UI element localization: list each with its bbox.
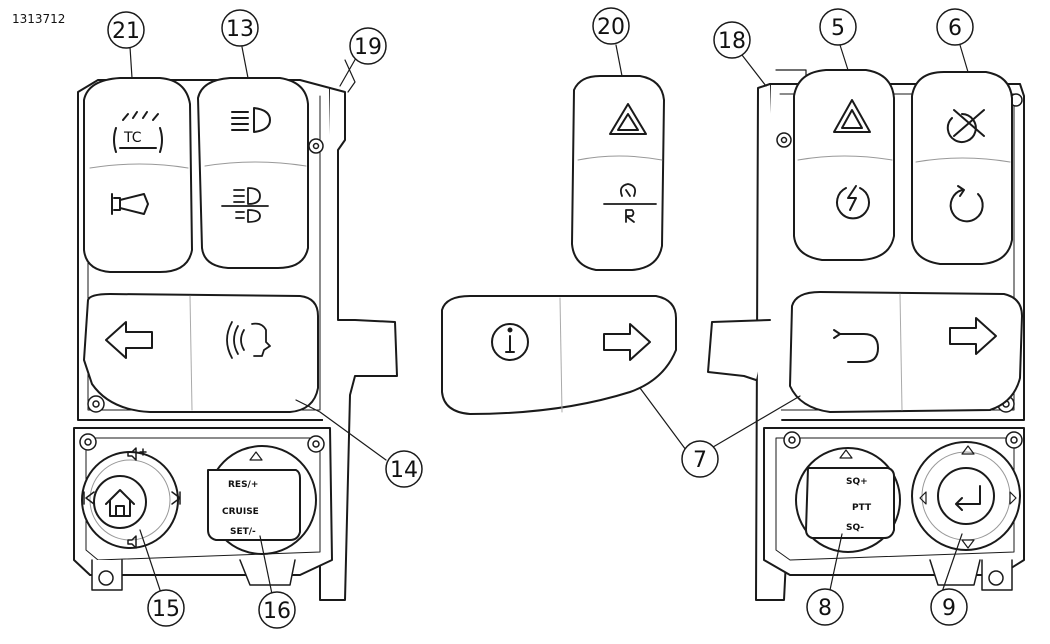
voice-icon — [226, 321, 271, 359]
hazard-start-switch[interactable] — [793, 69, 895, 261]
callout-6: 6 — [936, 8, 974, 46]
svg-text:19: 19 — [354, 35, 382, 60]
svg-text:18: 18 — [718, 29, 746, 54]
callouts: 21 13 19 20 18 5 6 14 7 15 16 8 9 — [107, 7, 974, 629]
callout-9: 9 — [930, 588, 968, 626]
volume-down-icon — [127, 535, 137, 549]
info-icon — [491, 323, 529, 361]
svg-text:21: 21 — [112, 19, 140, 44]
callout-21: 21 — [107, 11, 145, 49]
callout-19: 19 — [349, 27, 387, 65]
screw — [79, 138, 325, 453]
u-turn-icon — [833, 329, 879, 363]
run-icon — [949, 185, 984, 223]
screw — [776, 93, 1023, 449]
sq-plus-label: SQ+ — [846, 477, 868, 487]
skip-back-icon — [83, 491, 95, 505]
home-joystick[interactable] — [81, 447, 181, 549]
arrow-right-icon — [949, 317, 997, 355]
arrow-left-icon — [105, 321, 153, 359]
ptt-squelch-switch[interactable]: SQ+ PTT SQ- — [795, 447, 901, 553]
engine-stop-switch[interactable] — [911, 71, 1013, 265]
svg-text:14: 14 — [390, 458, 418, 483]
engine-stop-icon — [946, 109, 985, 143]
horn-icon — [111, 193, 149, 215]
high-beam-icon — [231, 107, 271, 133]
leader-lines — [129, 44, 969, 597]
svg-text:20: 20 — [597, 15, 625, 40]
figure-id: 1313712 — [12, 12, 66, 26]
callout-16: 16 — [258, 591, 296, 629]
enter-joystick[interactable] — [911, 441, 1021, 551]
svg-text:9: 9 — [942, 596, 956, 621]
svg-text:6: 6 — [948, 16, 962, 41]
headlamp-fog-switch[interactable] — [197, 77, 309, 269]
traction-control-icon: TC — [113, 111, 163, 153]
svg-text:13: 13 — [226, 17, 254, 42]
hazard-icon — [609, 103, 647, 135]
callout-13: 13 — [221, 9, 259, 47]
right-turn-uturn-switch[interactable] — [789, 291, 1023, 413]
callout-20: 20 — [592, 7, 630, 45]
cruise-label: CRUISE — [222, 507, 259, 517]
hazard-icon — [833, 99, 871, 133]
svg-text:7: 7 — [693, 448, 707, 473]
callout-8: 8 — [806, 588, 844, 626]
svg-text:5: 5 — [831, 16, 845, 41]
tc-horn-switch[interactable]: TC — [83, 77, 193, 273]
callout-15: 15 — [147, 589, 185, 627]
info-right-turn-switch[interactable] — [441, 295, 677, 415]
skip-forward-icon — [171, 491, 181, 505]
cruise-set-label: SET/- — [230, 527, 256, 537]
start-icon — [836, 185, 870, 220]
callout-7: 7 — [681, 440, 719, 478]
volume-up-icon — [127, 447, 147, 461]
fog-lamp-icon — [221, 187, 269, 223]
left-turn-voice-switch[interactable] — [83, 293, 319, 413]
enter-icon — [955, 485, 981, 511]
svg-text:15: 15 — [152, 597, 180, 622]
hazard-reverse-switch[interactable] — [571, 75, 665, 271]
cruise-res-label: RES/+ — [228, 480, 258, 490]
callout-14: 14 — [385, 450, 423, 488]
svg-text:16: 16 — [263, 599, 291, 624]
svg-text:8: 8 — [818, 596, 832, 621]
tc-label: TC — [123, 130, 142, 146]
reverse-icon — [603, 183, 657, 223]
cruise-switch[interactable]: RES/+ CRUISE SET/- — [207, 445, 317, 555]
callout-5: 5 — [819, 8, 857, 46]
sq-minus-label: SQ- — [846, 523, 864, 533]
arrow-right-icon — [603, 323, 651, 361]
ptt-label: PTT — [852, 503, 872, 513]
home-icon — [105, 489, 135, 517]
callout-18: 18 — [713, 21, 751, 59]
